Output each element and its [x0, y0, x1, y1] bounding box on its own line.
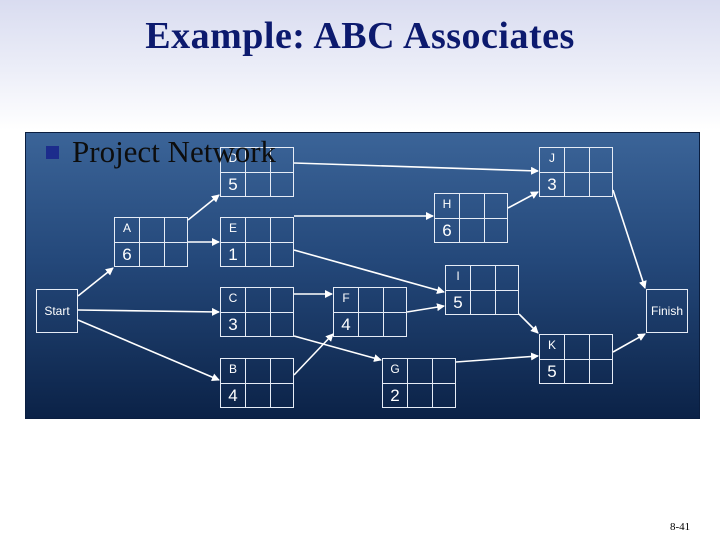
arrow-e-i	[293, 249, 445, 294]
arrow-i-k	[518, 313, 539, 334]
activity-a-name: A	[122, 221, 131, 235]
activity-e-duration: 1	[228, 245, 238, 264]
activity-c-name: C	[228, 291, 238, 305]
activity-g-name: G	[390, 362, 400, 376]
activity-node-h: H 6	[434, 193, 508, 243]
start-node-label: Start	[44, 304, 70, 318]
activity-j-name: J	[549, 151, 555, 165]
arrow-start-a	[77, 267, 114, 297]
activity-node-c: C 3	[220, 287, 294, 337]
arrow-f-i	[406, 303, 445, 313]
activity-node-i: I 5	[445, 265, 519, 315]
slide-title: Example: ABC Associates	[145, 15, 575, 57]
finish-node: Finish	[646, 289, 688, 333]
activity-node-f: F 4	[333, 287, 407, 337]
activity-node-d: D 5	[220, 147, 294, 197]
arrow-k-finish	[612, 333, 646, 353]
arrow-start-c	[77, 307, 220, 316]
project-network-diagram	[25, 132, 700, 419]
arrow-h-j	[507, 191, 539, 209]
arrow-g-k	[455, 352, 539, 363]
activity-k-duration: 5	[547, 362, 557, 381]
activity-node-g: G 2	[382, 358, 456, 408]
activity-node-a: A 6	[114, 217, 188, 267]
activity-f-duration: 4	[341, 315, 351, 334]
activity-e-name: E	[228, 221, 237, 235]
activity-b-duration: 4	[228, 386, 238, 405]
activity-g-duration: 2	[390, 386, 400, 405]
activity-c-duration: 3	[228, 315, 238, 334]
arrow-f-g	[293, 335, 382, 362]
activity-d-duration: 5	[228, 175, 238, 194]
activity-d-name: D	[228, 151, 238, 165]
activity-j-duration: 3	[547, 175, 557, 194]
activity-a-duration: 6	[122, 245, 132, 264]
activity-k-name: K	[547, 338, 556, 352]
start-node: Start	[36, 289, 78, 333]
activity-b-name: B	[228, 362, 237, 376]
arrow-b-f	[293, 333, 334, 376]
activity-node-j: J 3	[539, 147, 613, 197]
bullet-project-network: Project Network	[72, 134, 277, 169]
finish-node-label: Finish	[650, 304, 683, 318]
activity-node-e: E 1	[220, 217, 294, 267]
arrow-j-finish	[612, 189, 647, 289]
activity-node-b: B 4	[220, 358, 294, 408]
activity-f-name: F	[342, 291, 350, 305]
page-number: 8-41	[670, 521, 691, 533]
activity-i-name: I	[456, 269, 460, 283]
arrow-a-d	[187, 194, 220, 221]
arrow-d-j	[293, 162, 539, 175]
bullet-square	[46, 146, 59, 159]
activity-node-k: K 5	[539, 334, 613, 384]
activity-h-duration: 6	[442, 221, 452, 240]
activity-h-name: H	[442, 197, 452, 211]
arrow-start-b	[77, 319, 220, 381]
activity-i-duration: 5	[453, 293, 463, 312]
